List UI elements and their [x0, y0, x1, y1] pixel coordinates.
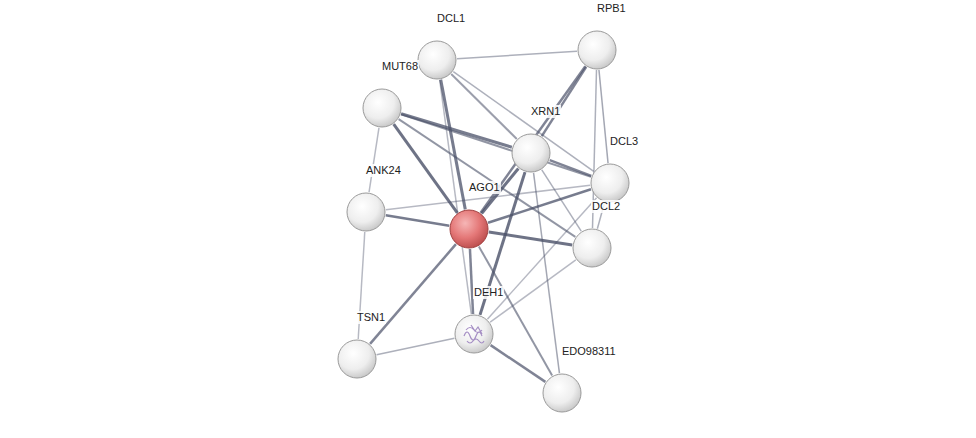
node-label: TSN1 [356, 311, 386, 324]
node-circle [337, 339, 377, 379]
node-circle [572, 228, 612, 268]
node-circle [577, 30, 617, 70]
protein-node: AGO1 [449, 209, 489, 249]
protein-node: TSN1 [337, 339, 377, 379]
interaction-edge [453, 72, 593, 172]
interaction-edge [534, 173, 560, 373]
interaction-edge [441, 80, 466, 210]
structure-icon [464, 325, 484, 343]
protein-node: XRN1 [511, 133, 551, 173]
interaction-edge [370, 244, 456, 344]
protein-node: MUT68 [362, 88, 402, 128]
node-circle [362, 88, 402, 128]
node-circle [346, 192, 386, 232]
protein-node: DEH1 [454, 314, 494, 354]
node-label: EDO98311 [561, 345, 617, 358]
node-label: DCL2 [591, 200, 621, 213]
interaction-edge [386, 215, 450, 225]
interaction-edge [369, 128, 379, 192]
node-label: DCL3 [609, 135, 639, 148]
protein-node: EDO98311 [542, 373, 582, 413]
interaction-edge [479, 246, 552, 375]
interaction-edge [451, 74, 517, 139]
interaction-edge [599, 70, 608, 163]
node-label: ANK24 [365, 164, 402, 177]
node-circle [511, 133, 551, 173]
protein-node: RPB1 [577, 30, 617, 70]
interaction-edge [550, 160, 592, 176]
interaction-edge [399, 119, 576, 237]
node-label: AGO1 [468, 181, 501, 194]
interaction-edge [401, 114, 591, 177]
protein-node: DCL2 [572, 228, 612, 268]
protein-node: DCL3 [590, 163, 630, 203]
interaction-edge [542, 67, 586, 136]
protein-node: DCL1 [417, 40, 457, 80]
node-circle [542, 373, 582, 413]
node-label: DCL1 [436, 12, 466, 25]
node-label: RPB1 [596, 2, 627, 15]
node-circle [449, 209, 489, 249]
node-label: XRN1 [530, 105, 561, 118]
interaction-edge [457, 51, 577, 59]
node-label: DEH1 [473, 286, 504, 299]
interaction-edge [440, 80, 472, 314]
node-circle [417, 40, 457, 80]
interaction-edge [542, 170, 581, 231]
interaction-edge [377, 338, 455, 355]
node-label: MUT68 [381, 60, 419, 73]
protein-node: ANK24 [346, 192, 386, 232]
node-circle [454, 314, 494, 354]
node-circle [590, 163, 630, 203]
